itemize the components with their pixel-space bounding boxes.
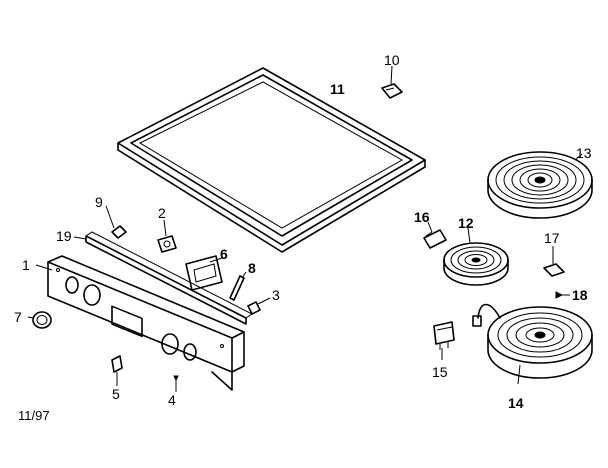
callout-18: 18 [572,287,588,303]
screw-part-18 [555,291,570,299]
indicator-light-part-8 [229,271,247,301]
callout-11: 11 [330,81,345,97]
callout-10: 10 [384,52,400,68]
callout-6: 6 [220,246,228,262]
cooktop-frame-part-11 [117,67,426,253]
callout-17: 17 [544,230,560,246]
callout-12: 12 [458,215,474,231]
callout-5: 5 [112,386,120,402]
terminal-block-part-15 [433,321,455,360]
callout-15: 15 [432,364,448,380]
element-with-pan-part-14 [472,303,593,385]
knob-insert-part-5 [111,355,123,386]
switch-part-2 [157,219,177,253]
callout-1: 1 [22,257,30,273]
small-element-part-12 [443,227,509,286]
callout-4: 4 [168,392,176,408]
large-element-part-13 [487,151,593,219]
callout-7: 7 [14,309,22,325]
screw-part-4 [173,375,179,392]
screw-part-3 [247,297,271,315]
callout-3: 3 [272,287,280,303]
trim-strip-part-19 [73,231,253,325]
bracket-part-16 [423,221,447,249]
callout-9: 9 [95,194,103,210]
clip-part-9 [105,205,127,239]
switch-housing-part-6 [185,255,223,291]
callout-2: 2 [158,205,166,221]
callout-14: 14 [508,395,524,411]
callout-19: 19 [56,228,72,244]
receptacle-part-17 [543,246,565,277]
clip-part-10 [381,65,403,99]
callout-8: 8 [248,260,256,276]
control-panel-part-1 [35,255,245,391]
callout-13: 13 [576,145,592,161]
knob-part-7 [27,311,52,329]
callout-16: 16 [414,209,430,225]
date-code: 11/97 [18,408,50,423]
